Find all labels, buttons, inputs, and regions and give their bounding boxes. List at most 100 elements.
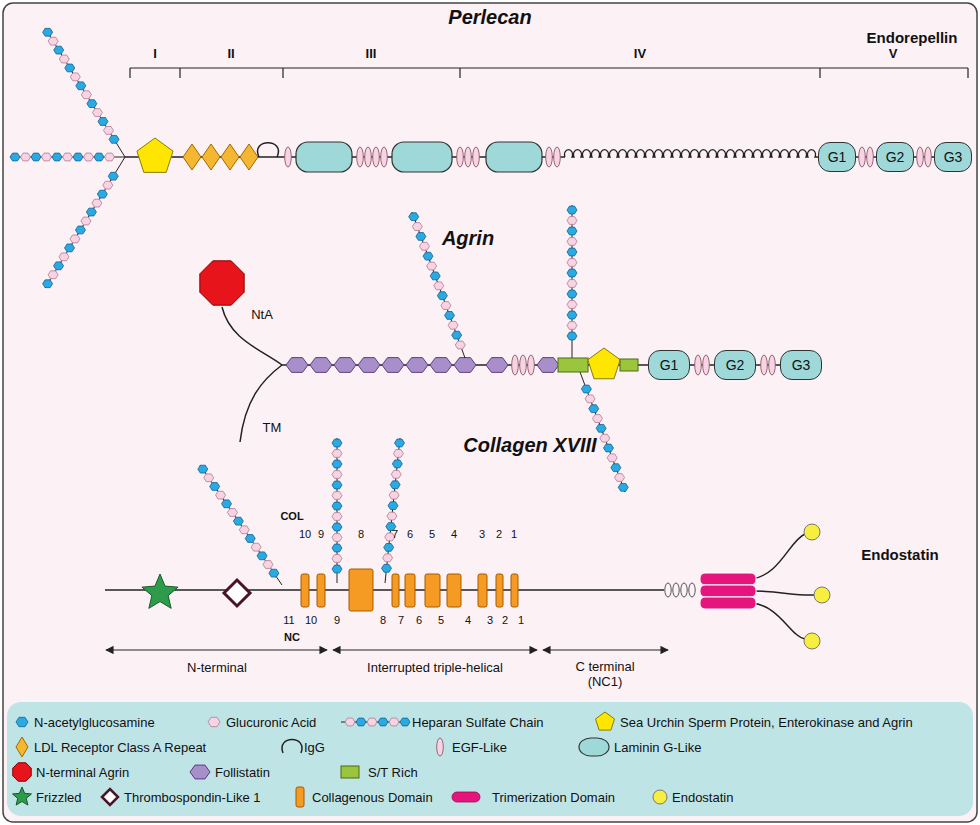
glucuronic-acid <box>427 262 437 270</box>
egf-like-oval <box>357 147 364 167</box>
frizzled-star <box>12 787 31 805</box>
domain-tick <box>819 68 820 78</box>
domain-tick <box>282 68 283 78</box>
glucuronic-acid <box>441 302 451 310</box>
glucuronic-acid <box>607 454 617 462</box>
glucuronic-acid <box>567 217 577 225</box>
legend-text: Follistatin <box>215 765 270 780</box>
glucuronic-acid <box>567 280 577 288</box>
glucuronic-acid <box>70 73 80 81</box>
domain-tick <box>179 68 180 78</box>
domain-number: 5 <box>429 528 435 541</box>
collagenous-domain <box>511 574 518 607</box>
domain-label: G1 <box>660 357 679 373</box>
follistatin-hexagon <box>286 358 308 373</box>
glucuronic-acid <box>81 217 91 225</box>
domain-number: 9 <box>334 614 340 627</box>
legend-swatch <box>296 787 304 807</box>
collagenous-domain <box>478 574 487 607</box>
collagenous-domain <box>405 574 415 607</box>
legend-swatch <box>16 717 28 726</box>
glucuronic-acid <box>251 543 261 551</box>
glucuronic-acid <box>389 491 399 499</box>
glucuronic-acid <box>567 301 577 309</box>
glucuronic-acid <box>332 492 342 500</box>
glucuronic-acid <box>92 199 102 207</box>
domain-number: 4 <box>465 614 471 627</box>
legend-swatch-frame <box>92 785 128 809</box>
heparan-sulfate-linker <box>200 465 282 585</box>
domain-number: 1 <box>511 528 517 541</box>
n-acetylglucosamine <box>210 483 220 491</box>
domain-tick <box>129 68 130 78</box>
n-acetylglucosamine <box>618 483 628 491</box>
endostatin-linker <box>752 603 805 639</box>
glucuronic-acid <box>63 153 73 161</box>
n-acetylglucosamine <box>332 523 342 531</box>
legend-swatch <box>452 792 480 802</box>
n-acetylglucosamine <box>388 502 398 510</box>
trimerization-domain <box>700 573 756 585</box>
legend-swatch <box>282 740 302 754</box>
glucuronic-acid <box>332 534 342 542</box>
domain-number: 7 <box>398 614 404 627</box>
trimerization-domain <box>700 597 756 609</box>
n-acetylglucosamine <box>611 464 621 472</box>
egf-like-oval <box>761 355 768 375</box>
heparan-sulfate-linker <box>45 157 125 288</box>
follistatin-hexagon <box>334 358 356 373</box>
egf-like-oval <box>546 147 553 167</box>
glucuronic-acid <box>105 153 115 161</box>
glucuronic-acid <box>592 415 602 423</box>
domain-number: COL <box>280 510 303 523</box>
glucuronic-acid <box>332 555 342 563</box>
follistatin-hexagon <box>382 358 404 373</box>
protein-title: Collagen XVIII <box>463 434 596 457</box>
region-label: Endostatin <box>861 546 939 563</box>
egf-like-oval <box>867 147 874 167</box>
protein-backbone <box>105 589 664 591</box>
legend-swatch-frame <box>587 710 623 734</box>
domain-label: G3 <box>792 357 811 373</box>
immunoglobulin-repeats <box>565 150 819 157</box>
domain-number: 10 <box>299 528 311 541</box>
figure-frame <box>3 3 977 822</box>
legend-swatch-frame <box>4 760 40 784</box>
domain-label: G2 <box>726 357 745 373</box>
glucuronic-acid <box>412 223 422 231</box>
legend-text: Heparan Sulfate Chain <box>412 715 544 730</box>
region-label: I <box>153 47 157 62</box>
n-acetylglucosamine <box>452 331 462 339</box>
domain-number: 6 <box>407 528 413 541</box>
glucuronic-acid <box>104 127 114 135</box>
glucuronic-acid <box>615 474 625 482</box>
sea-domain-pentagon <box>588 348 620 379</box>
domain-number: 5 <box>438 614 444 627</box>
n-acetylglucosamine <box>567 290 577 298</box>
glucuronic-acid <box>455 341 465 349</box>
n-acetylglucosamine <box>109 135 119 143</box>
region-label: III <box>366 47 377 62</box>
domain-number: 3 <box>479 528 485 541</box>
n-acetylglucosamine <box>98 118 108 126</box>
egf-like-oval <box>457 147 464 167</box>
sea-domain-pentagon <box>595 712 614 730</box>
ldl-receptor-repeat <box>202 144 220 170</box>
legend-swatch-part <box>400 718 410 726</box>
region-arrow <box>106 649 327 650</box>
egf-like-oval <box>520 355 527 375</box>
glucuronic-acid <box>48 37 58 45</box>
n-acetylglucosamine <box>76 82 86 90</box>
egf-like-oval <box>528 355 535 375</box>
glucuronic-acid <box>48 271 58 279</box>
glucuronic-acid <box>567 238 577 246</box>
endostatin-circle <box>814 587 830 603</box>
n-acetylglucosamine <box>87 100 97 108</box>
egf-like-oval <box>512 355 519 375</box>
st-rich-region <box>558 358 588 372</box>
n-acetylglucosamine <box>567 227 577 235</box>
legend-text: Endostatin <box>672 790 733 805</box>
n-acetylglucosamine <box>567 269 577 277</box>
n-acetylglucosamine <box>382 564 392 572</box>
n-acetylglucosamine <box>604 444 614 452</box>
